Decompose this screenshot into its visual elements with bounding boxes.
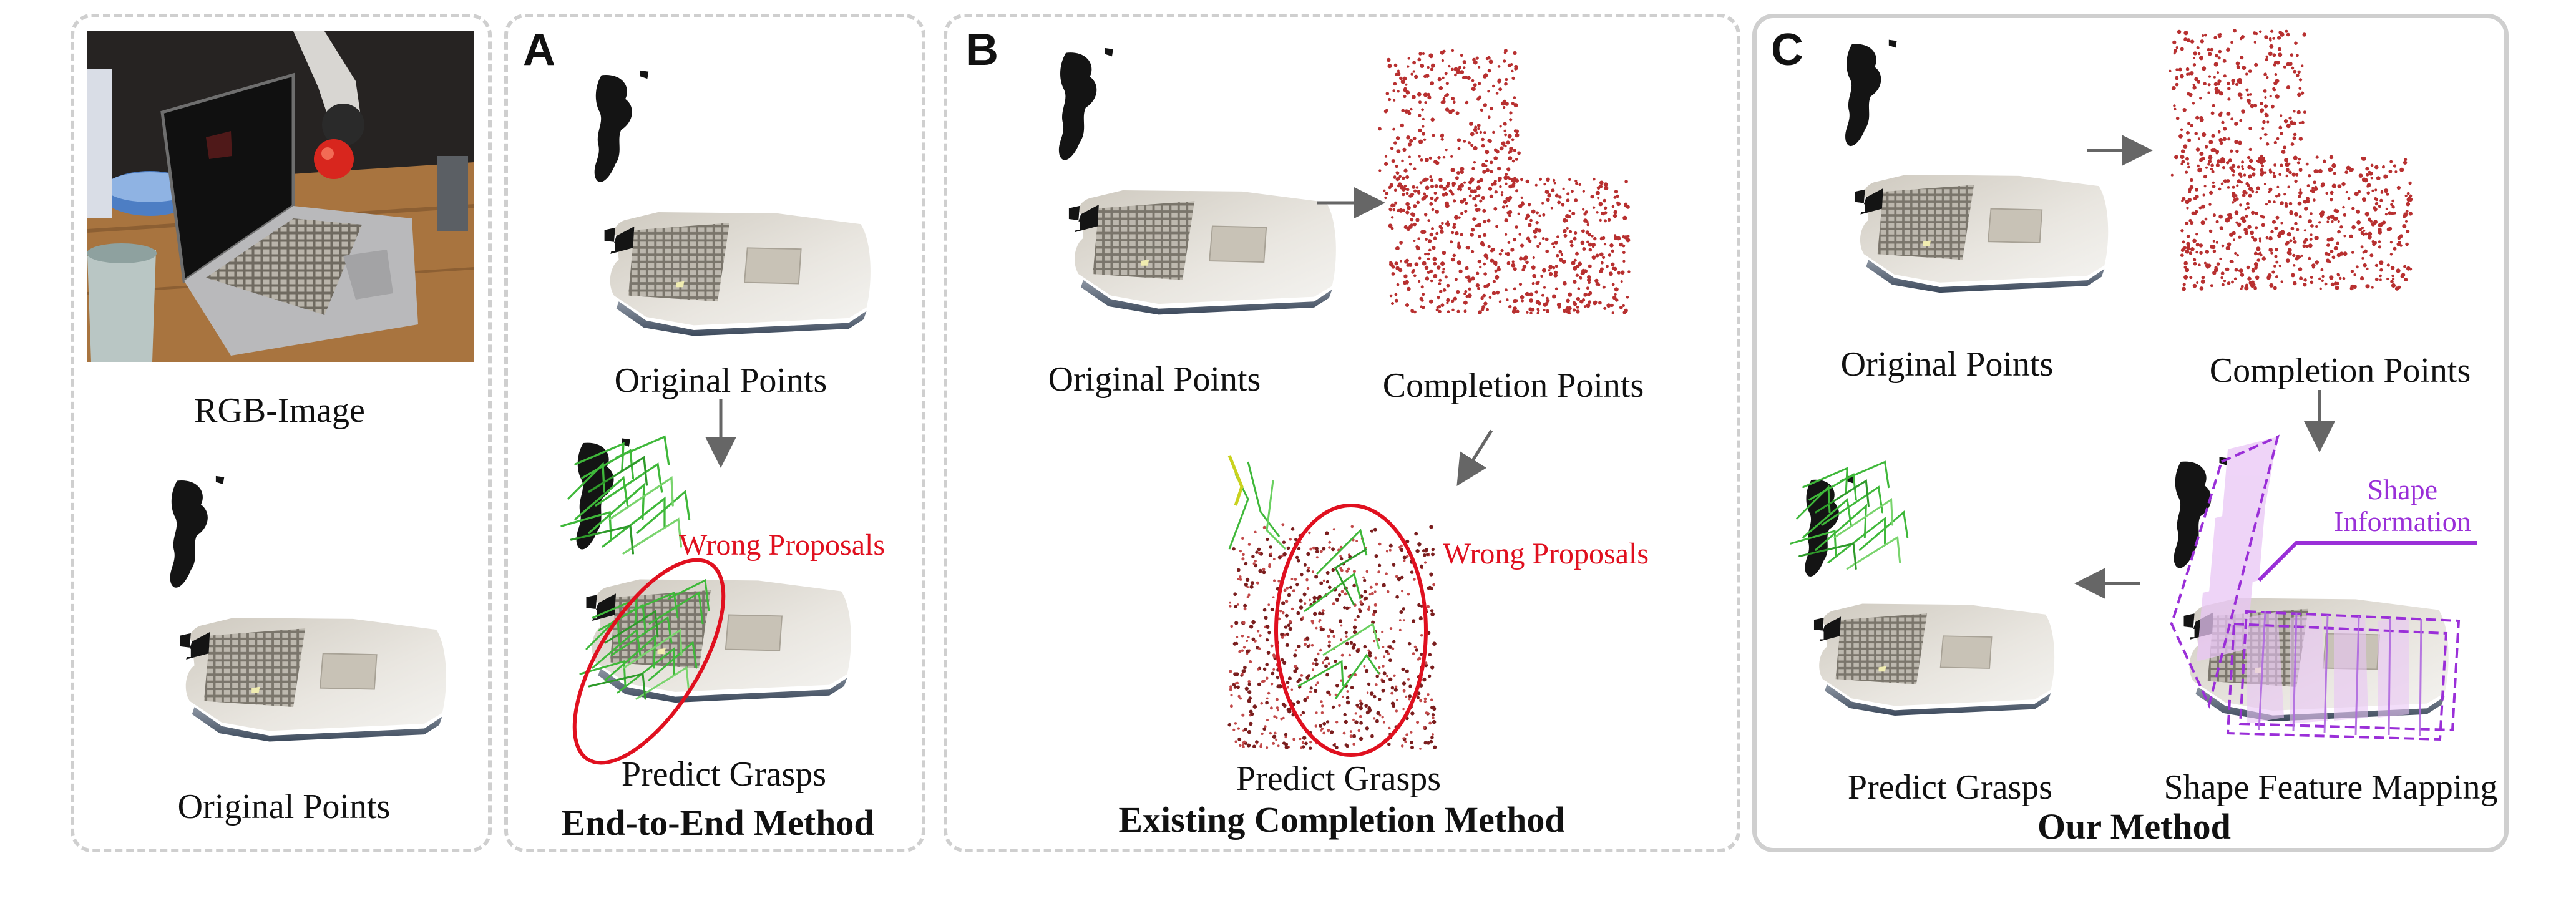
panel-c-original-points-cloud bbox=[1845, 39, 2109, 294]
panel-c-predicted-grasps bbox=[1790, 460, 2055, 716]
panel-c-shape-feature-mapping-caption: Shape Feature Mapping bbox=[2164, 768, 2498, 807]
rgb-image-caption: RGB-Image bbox=[194, 391, 365, 430]
panel-c-letter: C bbox=[1771, 25, 1803, 75]
input-panel bbox=[71, 14, 492, 852]
panel-b-original-points-caption: Original Points bbox=[1048, 360, 1261, 399]
panel-b-letter: B bbox=[966, 25, 998, 75]
panel-a-original-points-caption: Original Points bbox=[614, 361, 827, 400]
panel-a-predict-grasps-caption: Predict Grasps bbox=[621, 755, 827, 794]
panel-a-wrong-proposals-label: Wrong Proposals bbox=[679, 529, 886, 562]
panel-b-wrong-proposals-label: Wrong Proposals bbox=[1443, 537, 1649, 570]
panel-b-right-arrow bbox=[1317, 187, 1385, 218]
panel-c-method-title: Our Method bbox=[2037, 806, 2231, 847]
panel-c-completion-points-cloud bbox=[2169, 29, 2413, 291]
panel-a-letter: A bbox=[523, 25, 555, 75]
panel-c-left-arrow bbox=[2074, 568, 2140, 599]
panel-a-original-points-cloud bbox=[593, 69, 871, 337]
panel-c-shape-label-line2: Information bbox=[2334, 505, 2471, 537]
panel-b-diagonal-arrow bbox=[1456, 429, 1493, 486]
input-original-points-cloud bbox=[169, 475, 447, 743]
panel-b-original-points-cloud bbox=[1058, 47, 1337, 316]
panel-c-completion-points-caption: Completion Points bbox=[2209, 351, 2471, 390]
panel-b-method-title: Existing Completion Method bbox=[1118, 799, 1565, 840]
panel-c-predict-grasps-caption: Predict Grasps bbox=[1847, 768, 2053, 807]
panel-c-shape-label-line1: Shape bbox=[2367, 474, 2438, 505]
panel-c bbox=[1752, 14, 2509, 852]
panel-a-method-title: End-to-End Method bbox=[561, 802, 874, 843]
panel-b-predict-grasps-caption: Predict Grasps bbox=[1236, 759, 1442, 798]
input-original-points-caption: Original Points bbox=[177, 787, 391, 826]
panel-c-shape-feature-mapping bbox=[2170, 434, 2477, 741]
panel-a-wrong-ellipse bbox=[572, 558, 726, 765]
panel-b bbox=[944, 14, 1740, 852]
panel-c-original-points-caption: Original Points bbox=[1840, 345, 2054, 384]
panel-c-down-arrow bbox=[2304, 390, 2335, 452]
panel-c-right-arrow bbox=[2087, 135, 2153, 166]
panel-a-predicted-grasps bbox=[560, 436, 852, 765]
panel-b-predicted-grasps bbox=[1227, 455, 1437, 757]
panel-b-completion-points-caption: Completion Points bbox=[1382, 366, 1644, 405]
panel-a-down-arrow bbox=[705, 399, 736, 468]
panel-b-completion-points-cloud bbox=[1378, 49, 1631, 315]
panel-c-shape-information-label: Shape Information bbox=[2334, 474, 2471, 537]
panel-b-wrong-ellipse bbox=[1274, 504, 1428, 757]
panel-a bbox=[504, 14, 925, 852]
rgb-image bbox=[87, 31, 474, 362]
